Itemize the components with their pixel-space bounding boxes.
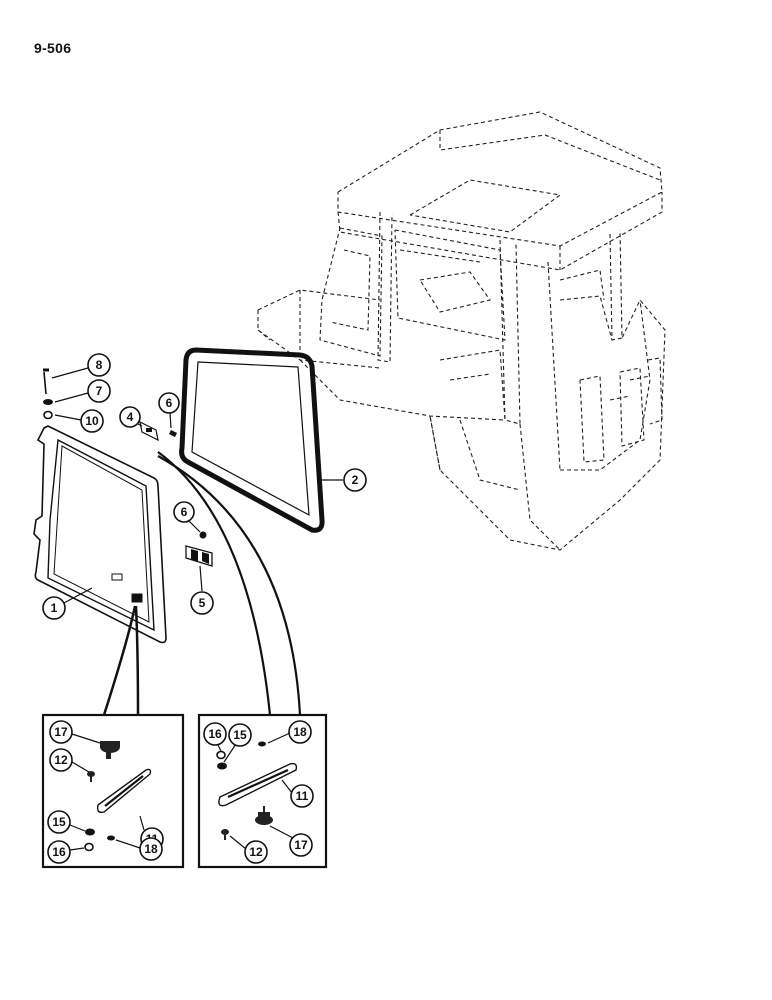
svg-text:17: 17 <box>54 725 68 739</box>
callout-7: 7 <box>87 379 111 403</box>
knob-part-17-r <box>255 806 273 825</box>
svg-text:16: 16 <box>52 845 66 859</box>
callout-r12: 12 <box>244 840 268 864</box>
callout-r18: 18 <box>288 720 312 744</box>
callout-5: 5 <box>190 591 214 615</box>
svg-text:15: 15 <box>52 815 66 829</box>
svg-text:18: 18 <box>144 842 158 856</box>
nut-part-16 <box>84 842 94 852</box>
callout-r15: 15 <box>228 723 252 747</box>
page-number: 9-506 <box>34 40 72 56</box>
svg-text:8: 8 <box>96 358 103 372</box>
callout-l15: 15 <box>47 810 71 834</box>
svg-text:7: 7 <box>96 384 103 398</box>
callout-8: 8 <box>87 353 111 377</box>
bracket-part-4 <box>139 420 159 442</box>
callout-4: 4 <box>119 406 141 428</box>
svg-text:15: 15 <box>233 728 247 742</box>
callout-2: 2 <box>343 468 367 492</box>
washer-part-7 <box>43 399 53 405</box>
slotted-bar-part-11 <box>96 768 152 814</box>
screw-part-6-lower <box>199 531 207 539</box>
callout-l18: 18 <box>139 837 163 861</box>
washer-part-18-r <box>258 741 266 747</box>
svg-text:4: 4 <box>127 410 134 424</box>
callout-r17: 17 <box>289 833 313 857</box>
callout-1: 1 <box>42 596 66 620</box>
knob-part-17 <box>100 741 120 759</box>
bolt-part-8 <box>43 368 49 395</box>
window-frame-part-1 <box>33 425 167 644</box>
svg-text:12: 12 <box>249 845 263 859</box>
svg-text:12: 12 <box>54 753 68 767</box>
washer-part-15-r <box>217 762 227 770</box>
svg-text:2: 2 <box>352 473 359 487</box>
callout-r16: 16 <box>203 722 227 746</box>
svg-text:11: 11 <box>296 789 309 803</box>
screw-part-12 <box>87 771 95 782</box>
window-seal-part-2 <box>179 347 325 533</box>
callout-l16: 16 <box>47 840 71 864</box>
svg-text:18: 18 <box>293 725 307 739</box>
washer-part-18 <box>107 835 115 841</box>
callout-10: 10 <box>80 409 104 433</box>
nut-part-10 <box>43 410 53 420</box>
washer-part-15 <box>85 828 95 836</box>
svg-text:6: 6 <box>166 396 173 410</box>
svg-text:10: 10 <box>85 414 99 428</box>
latch-part-5 <box>185 545 213 567</box>
callout-l12: 12 <box>49 748 73 772</box>
callout-6-lower: 6 <box>173 501 195 523</box>
callouts-main: 8 7 10 4 6 6 5 1 2 <box>42 353 367 620</box>
callout-l17: 17 <box>49 720 73 744</box>
detail-inset-right: 16 15 18 11 17 12 <box>197 713 328 869</box>
callout-r11: 11 <box>290 784 314 808</box>
svg-text:16: 16 <box>208 727 222 741</box>
nut-part-16-r <box>216 750 226 760</box>
cab-frame-outline <box>257 111 666 551</box>
svg-text:17: 17 <box>294 838 308 852</box>
slotted-bar-part-11-r <box>218 762 298 807</box>
detail-inset-left: 17 12 11 15 16 18 <box>41 713 185 869</box>
svg-text:6: 6 <box>181 505 188 519</box>
screw-part-12-r <box>221 829 229 840</box>
svg-text:1: 1 <box>51 601 58 615</box>
leader-lines <box>51 367 343 716</box>
callout-6-upper: 6 <box>158 392 180 414</box>
svg-text:5: 5 <box>199 596 206 610</box>
screw-part-6-upper <box>169 430 177 437</box>
